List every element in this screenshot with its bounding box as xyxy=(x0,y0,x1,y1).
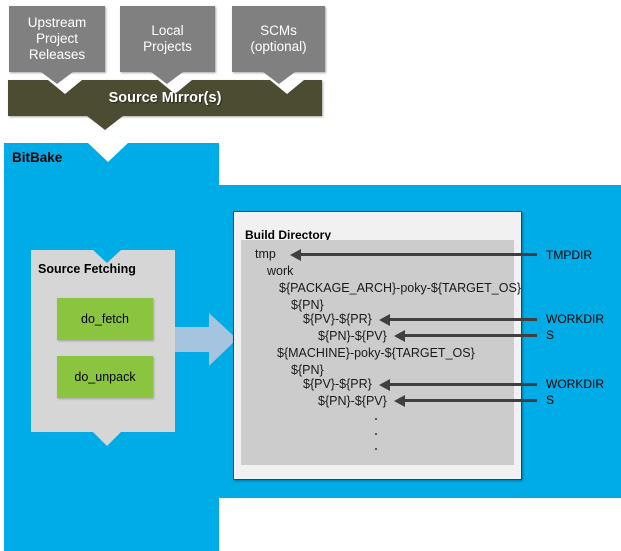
source-arrow-local-icon xyxy=(151,72,183,84)
source-fetching-panel xyxy=(31,250,175,446)
build-directory-title: Build Directory xyxy=(245,228,332,242)
tree-item-machine: ${MACHINE}-poky-${TARGET_OS} xyxy=(277,346,475,360)
callout-line-workdir-2 xyxy=(389,383,537,386)
task-do-unpack[interactable]: do_unpack xyxy=(57,356,153,398)
tree-item-pv-pr-1: ${PV}-${PR} xyxy=(303,312,372,326)
task-do-fetch[interactable]: do_fetch xyxy=(57,298,153,340)
callout-label-workdir-2: WORKDIR xyxy=(546,377,604,391)
callout-arrowhead-s-1-icon xyxy=(394,330,405,342)
callout-arrowhead-s-2-icon xyxy=(394,395,405,407)
tree-item-package-arch: ${PACKAGE_ARCH}-poky-${TARGET_OS} xyxy=(279,281,521,295)
tree-ellipsis-dot xyxy=(375,448,377,450)
tree-item-work: work xyxy=(267,264,294,278)
tree-item-tmp: tmp xyxy=(255,247,276,261)
bitbake-title: BitBake xyxy=(12,150,63,165)
source-box-line: Local xyxy=(151,23,184,38)
callout-line-tmpdir xyxy=(300,253,537,256)
source-box-upstream-project-releases: Upstream Project Releases xyxy=(9,6,105,72)
callout-label-workdir-1: WORKDIR xyxy=(546,312,604,326)
tree-item-pv-pr-2: ${PV}-${PR} xyxy=(303,377,372,391)
callout-arrowhead-workdir-2-icon xyxy=(379,379,390,391)
callout-line-s-1 xyxy=(404,334,537,337)
source-box-scms-optional: SCMs (optional) xyxy=(232,6,325,72)
source-box-line: Releases xyxy=(28,47,86,62)
tree-item-pn-2: ${PN} xyxy=(291,363,324,377)
callout-label-tmpdir: TMPDIR xyxy=(546,248,592,262)
source-box-line: (optional) xyxy=(250,39,307,54)
tree-ellipsis-dot xyxy=(375,418,377,420)
source-box-local-projects: Local Projects xyxy=(120,6,215,72)
callout-line-s-2 xyxy=(404,399,537,402)
source-fetching-title: Source Fetching xyxy=(38,262,136,276)
source-box-line: Projects xyxy=(143,39,192,54)
callout-arrowhead-tmpdir-icon xyxy=(290,249,301,261)
source-box-line: Project xyxy=(35,31,79,46)
tree-item-pn-pv-2: ${PN}-${PV} xyxy=(318,394,387,408)
source-arrow-upstream-icon xyxy=(41,72,73,84)
source-arrow-scms-icon xyxy=(263,72,295,84)
callout-label-s-2: S xyxy=(546,393,555,407)
source-mirror-bar: Source Mirror(s) xyxy=(8,80,322,116)
callout-line-workdir-1 xyxy=(389,318,537,321)
tree-item-pn-1: ${PN} xyxy=(291,298,324,312)
tree-item-pn-pv-1: ${PN}-${PV} xyxy=(318,329,387,343)
source-box-line: Upstream xyxy=(27,15,87,30)
callout-arrowhead-workdir-1-icon xyxy=(379,314,390,326)
tree-ellipsis-dot xyxy=(375,433,377,435)
build-directory-tree xyxy=(241,240,514,465)
callout-label-s-1: S xyxy=(546,328,555,342)
source-box-line: SCMs xyxy=(260,23,297,38)
mirror-to-bitbake-arrow-icon xyxy=(87,116,123,130)
source-mirror-label: Source Mirror(s) xyxy=(108,90,222,106)
